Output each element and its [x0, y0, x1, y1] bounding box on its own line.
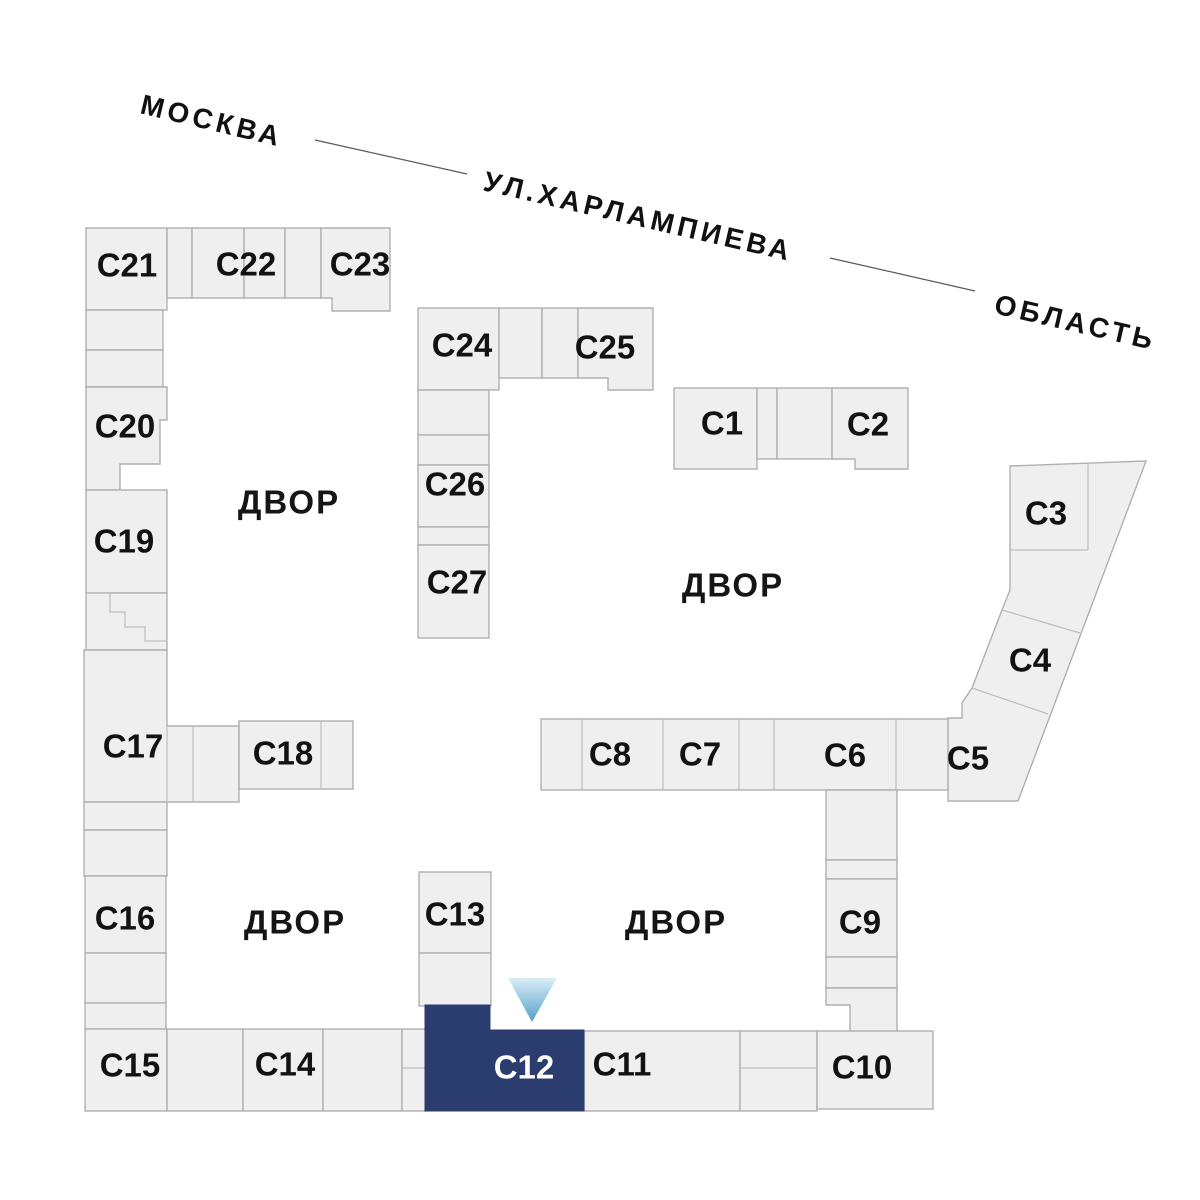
building-c24[interactable] [417, 307, 500, 391]
building-section [84, 952, 167, 1004]
building-c2[interactable] [831, 387, 909, 470]
building-section [322, 1028, 403, 1112]
building-c11[interactable] [583, 1030, 741, 1112]
building-c27[interactable] [417, 544, 490, 639]
courtyard-label-bottom-left: ДВОР [244, 904, 346, 941]
building-c9-label[interactable]: С9 [839, 904, 881, 941]
building-section [825, 789, 898, 861]
building-c8-label[interactable]: С8 [589, 736, 631, 773]
building-c17[interactable] [83, 649, 240, 803]
building-section [825, 956, 898, 989]
building-c23[interactable] [320, 227, 391, 312]
building-c23-label[interactable]: С23 [330, 246, 391, 283]
building-c18-label[interactable]: С18 [253, 735, 314, 772]
building-section [166, 227, 193, 299]
building-section [166, 1028, 244, 1112]
building-section [776, 387, 833, 460]
building-c17-label[interactable]: С17 [103, 728, 164, 765]
building-c12-label[interactable]: С12 [494, 1049, 555, 1086]
building-c11-label[interactable]: С11 [593, 1046, 652, 1083]
building-c14-label[interactable]: С14 [255, 1046, 316, 1083]
row-dividers [581, 719, 897, 790]
building-c10[interactable] [816, 1030, 934, 1110]
building-c20-label[interactable]: С20 [95, 408, 156, 445]
building-section [756, 387, 778, 460]
building-c18[interactable] [238, 720, 354, 790]
building-row-c8-c7-c6[interactable] [540, 718, 949, 791]
building-c3-label[interactable]: С3 [1025, 495, 1067, 532]
building-c15[interactable] [84, 1028, 168, 1112]
building-c13[interactable] [418, 871, 492, 954]
building-c21-label[interactable]: С21 [97, 247, 158, 284]
courtyard-label-top-left: ДВОР [238, 484, 340, 521]
building-c25-label[interactable]: С25 [575, 329, 636, 366]
building-c13-label[interactable]: С13 [425, 896, 486, 933]
building-c2-label[interactable]: С2 [847, 406, 889, 443]
building-section [85, 349, 164, 388]
city-label: МОСКВА [138, 89, 287, 153]
courtyard-label-right: ДВОР [682, 567, 784, 604]
building-c7-label[interactable]: С7 [679, 736, 721, 773]
building-c22[interactable] [191, 227, 245, 299]
building-c15-label[interactable]: С15 [100, 1047, 161, 1084]
right-strip-dividers [971, 464, 1089, 715]
building-c19[interactable] [85, 489, 168, 594]
building-section [417, 389, 490, 436]
building-c9[interactable] [825, 878, 898, 958]
building-c16-label[interactable]: С16 [95, 900, 156, 937]
building-section [85, 309, 164, 351]
courtyard-label-bottom-center: ДВОР [625, 904, 727, 941]
selection-arrow-icon [508, 978, 557, 1022]
building-section [84, 1002, 167, 1030]
building-c19-label[interactable]: С19 [94, 523, 155, 560]
stair-step-line [86, 592, 167, 642]
building-section [83, 829, 168, 877]
building-section [825, 859, 898, 880]
building-section [418, 952, 492, 1007]
building-section [401, 1028, 428, 1112]
building-section [541, 307, 579, 379]
street-name-label: УЛ.ХАРЛАМПИЕВА [481, 166, 797, 267]
building-section [739, 1030, 818, 1112]
building-c10-label[interactable]: С10 [832, 1049, 893, 1086]
building-section [417, 526, 490, 546]
building-c26[interactable] [417, 464, 490, 528]
building-c21[interactable] [85, 227, 168, 311]
building-c24-label[interactable]: С24 [432, 327, 493, 364]
building-c4-label[interactable]: С4 [1009, 642, 1052, 679]
building-c1[interactable] [673, 387, 758, 470]
region-label: ОБЛАСТЬ [992, 289, 1160, 356]
building-c26-label[interactable]: С26 [425, 466, 486, 503]
building-c27-label[interactable]: С27 [427, 564, 488, 601]
building-c6-label[interactable]: С6 [824, 737, 866, 774]
building-section [825, 987, 898, 1033]
building-section [417, 434, 490, 466]
building-c25[interactable] [577, 307, 654, 391]
building-c1-label[interactable]: С1 [701, 405, 743, 442]
street-line-right [829, 257, 976, 292]
building-c14[interactable] [242, 1028, 324, 1112]
building-c22-label[interactable]: С22 [216, 246, 277, 283]
building-section [284, 227, 322, 299]
building-strip-c3-c4-c5[interactable] [947, 460, 1148, 802]
building-c5-label[interactable]: С5 [947, 740, 989, 777]
building-c17-dividers [166, 726, 194, 802]
building-section [83, 801, 168, 831]
building-section [498, 307, 543, 379]
building-c12-selected[interactable] [424, 1004, 585, 1112]
street-line-left [314, 139, 468, 175]
